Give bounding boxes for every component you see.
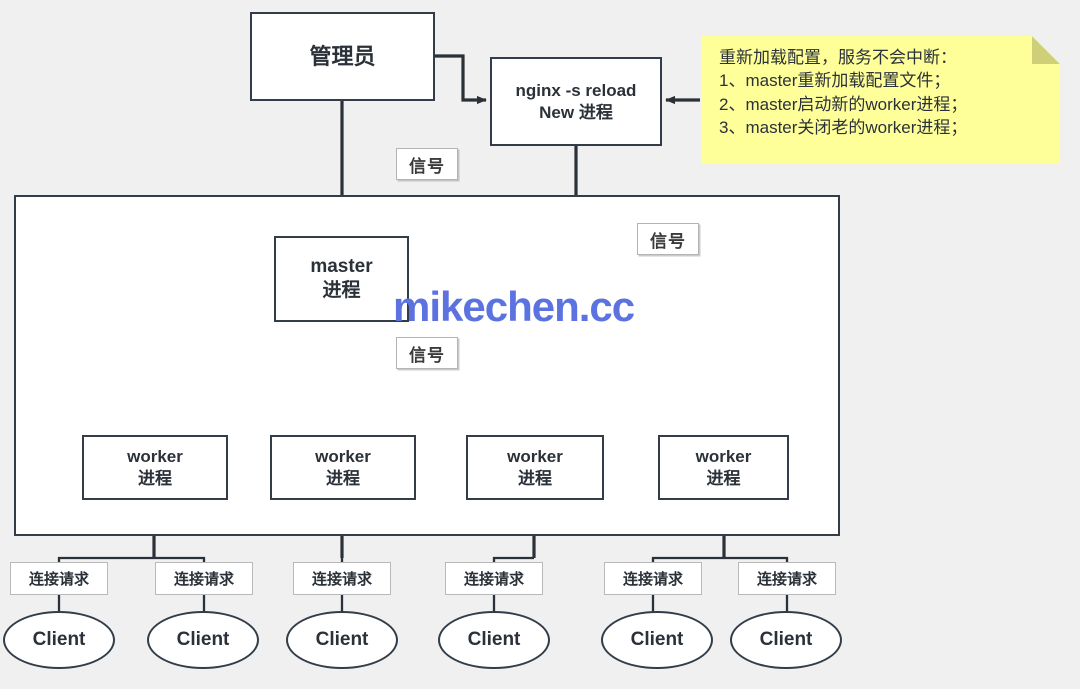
node-worker-line1: worker xyxy=(315,447,371,467)
node-client[interactable]: Client xyxy=(3,611,115,669)
note-line: 重新加载配置，服务不会中断： xyxy=(719,48,957,67)
node-client[interactable]: Client xyxy=(438,611,550,669)
signal-tag: 信号 xyxy=(396,337,458,369)
signal-tag: 信号 xyxy=(396,148,458,180)
connection-request-tag: 连接请求 xyxy=(738,562,836,595)
node-worker-line1: worker xyxy=(507,447,563,467)
node-master-process[interactable]: master 进程 xyxy=(274,236,409,322)
node-worker-line2: 进程 xyxy=(518,468,552,488)
node-worker-line2: 进程 xyxy=(326,468,360,488)
node-worker-line2: 进程 xyxy=(138,468,172,488)
node-worker-process[interactable]: worker 进程 xyxy=(658,435,789,500)
node-worker-line1: worker xyxy=(127,447,183,467)
node-nginx-line2: New 进程 xyxy=(539,102,613,122)
signal-tag: 信号 xyxy=(637,223,699,255)
node-worker-process[interactable]: worker 进程 xyxy=(82,435,228,500)
node-master-line1: master xyxy=(310,256,373,278)
note-line: 3、master关闭老的worker进程； xyxy=(719,118,968,138)
node-admin[interactable]: 管理员 xyxy=(250,12,435,101)
reload-note-callout: 重新加载配置，服务不会中断： 1、master重新加载配置文件； 2、maste… xyxy=(701,36,1060,164)
node-worker-process[interactable]: worker 进程 xyxy=(466,435,604,500)
connection-request-tag: 连接请求 xyxy=(293,562,391,595)
node-client[interactable]: Client xyxy=(730,611,842,669)
note-line: 2、master启动新的worker进程； xyxy=(719,94,968,114)
connection-request-tag: 连接请求 xyxy=(155,562,253,595)
node-worker-line1: worker xyxy=(695,447,752,467)
node-nginx-line1: nginx -s reload xyxy=(515,81,637,101)
node-worker-process[interactable]: worker 进程 xyxy=(270,435,416,500)
node-master-line2: 进程 xyxy=(322,280,361,301)
node-admin-label: 管理员 xyxy=(309,43,376,69)
connection-request-tag: 连接请求 xyxy=(604,562,702,595)
node-nginx-reload[interactable]: nginx -s reload New 进程 xyxy=(490,57,662,146)
node-client[interactable]: Client xyxy=(601,611,713,669)
note-line: 1、master重新加载配置文件； xyxy=(719,71,951,91)
node-client[interactable]: Client xyxy=(286,611,398,669)
node-client[interactable]: Client xyxy=(147,611,259,669)
watermark-text: mikechen.cc xyxy=(393,283,635,330)
connection-request-tag: 连接请求 xyxy=(445,562,543,595)
node-worker-line2: 进程 xyxy=(706,468,741,488)
connection-request-tag: 连接请求 xyxy=(10,562,108,595)
